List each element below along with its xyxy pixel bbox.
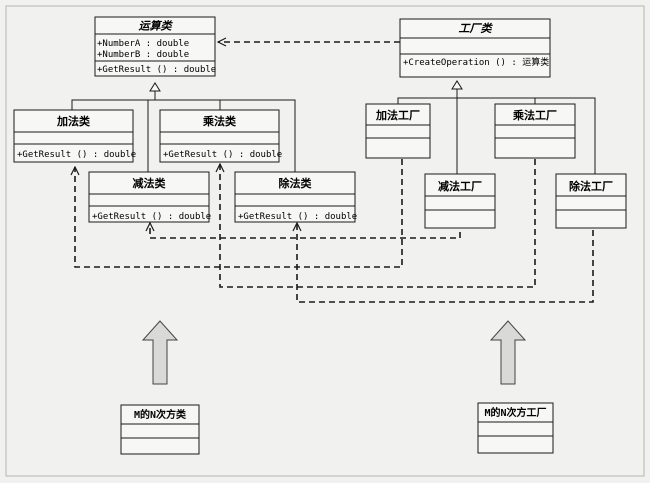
sub-class-name: 减法类 [133,176,167,190]
add-class-name: 加法类 [56,114,91,128]
factory-method-create-operation: +CreateOperation () : 运算类 [403,56,549,68]
mul-class: 乘法类 +GetResult () : double [159,109,282,163]
factory-class: 工厂类 +CreateOperation () : 运算类 [399,18,551,78]
sub-class: 减法类 +GetResult () : double [88,171,211,223]
pow-class: M的N次方类 [120,404,200,455]
pow-class-name: M的N次方类 [134,408,186,421]
up-arrow-left [141,320,179,385]
div-factory-class: 除法工厂 [555,173,627,229]
add-factory-name: 加法工厂 [375,108,420,122]
pow-factory-name: M的N次方工厂 [484,406,546,419]
div-factory-name: 除法工厂 [569,179,613,193]
page-border [5,5,645,477]
up-arrow-right [489,320,527,385]
operation-method-get-result: +GetResult () : double [97,65,216,75]
add-method-get-result: +GetResult () : double [17,150,136,160]
pow-factory-class: M的N次方工厂 [477,402,554,454]
sub-method-get-result: +GetResult () : double [92,212,211,222]
div-class: 除法类 +GetResult () : double [234,171,357,223]
sub-factory-class: 减法工厂 [424,173,496,229]
mul-method-get-result: +GetResult () : double [163,150,282,160]
mul-factory-class: 乘法工厂 [494,103,576,159]
add-factory-class: 加法工厂 [365,103,431,159]
mul-class-name: 乘法类 [202,114,237,128]
add-class: 加法类 +GetResult () : double [13,109,136,163]
factory-class-name: 工厂类 [459,22,494,35]
dependency-mul-factory-to-mul [220,159,536,288]
dependency-div-factory-to-div [297,223,594,303]
div-method-get-result: +GetResult () : double [238,212,357,222]
dependency-add-factory-to-add [75,159,403,268]
inheritance-lines-operations [71,82,296,172]
sub-factory-name: 减法工厂 [438,179,482,193]
mul-factory-name: 乘法工厂 [512,108,557,122]
operation-attr-number-a: +NumberA : double [97,39,189,49]
div-class-name: 除法类 [279,176,313,190]
operation-class-name: 运算类 [139,20,174,33]
operation-attr-number-b: +NumberB : double [97,50,189,60]
inheritance-lines-factories [397,80,596,174]
operation-class: 运算类 +NumberA : double +NumberB : double … [94,16,216,77]
